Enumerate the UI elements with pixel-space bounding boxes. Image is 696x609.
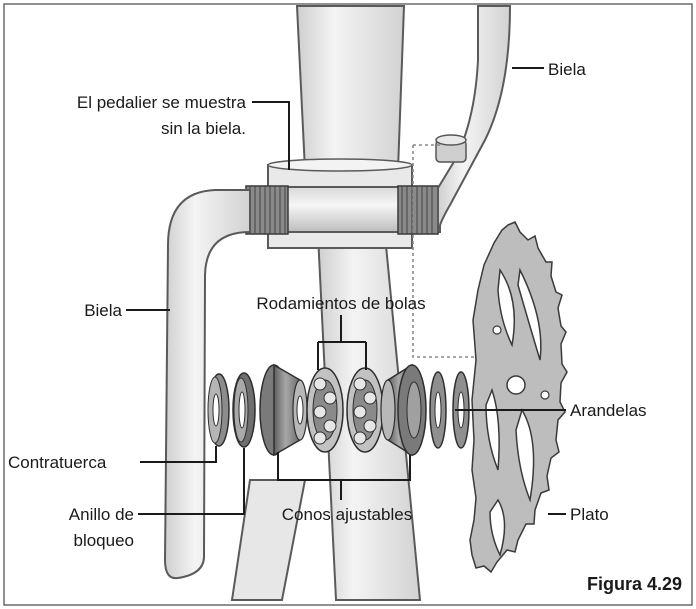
lock-nut bbox=[207, 373, 230, 447]
label-anillo-line2: bloqueo bbox=[73, 531, 134, 550]
figure-caption: Figura 4.29 bbox=[587, 574, 682, 594]
label-plato: Plato bbox=[570, 505, 609, 524]
label-pedalier-line1: El pedalier se muestra bbox=[77, 93, 247, 112]
lock-ring bbox=[232, 372, 256, 448]
label-contratuerca: Contratuerca bbox=[8, 453, 107, 472]
washer-1 bbox=[429, 371, 447, 449]
right-crank-arm bbox=[435, 5, 512, 233]
dotted-guide bbox=[412, 144, 478, 358]
label-rodamientos: Rodamientos de bolas bbox=[256, 294, 425, 313]
left-threads bbox=[245, 185, 289, 235]
label-anillo-line1: Anillo de bbox=[69, 505, 134, 524]
label-biela-right: Biela bbox=[548, 60, 586, 79]
label-biela-left: Biela bbox=[84, 301, 122, 320]
label-arandelas: Arandelas bbox=[570, 401, 647, 420]
chainring bbox=[469, 221, 568, 574]
right-threads bbox=[397, 185, 439, 235]
left-cone bbox=[259, 363, 308, 457]
right-cone bbox=[380, 363, 427, 457]
label-conos: Conos ajustables bbox=[282, 505, 412, 524]
right-ball-bearing bbox=[346, 367, 384, 453]
label-pedalier-line2: sin la biela. bbox=[161, 119, 246, 138]
left-ball-bearing bbox=[306, 367, 344, 453]
bike-frame bbox=[230, 5, 441, 601]
seat-tube bbox=[295, 5, 406, 171]
left-crank-arm bbox=[163, 189, 251, 580]
shell-top-edge bbox=[267, 158, 413, 172]
leader-lines bbox=[126, 67, 566, 515]
